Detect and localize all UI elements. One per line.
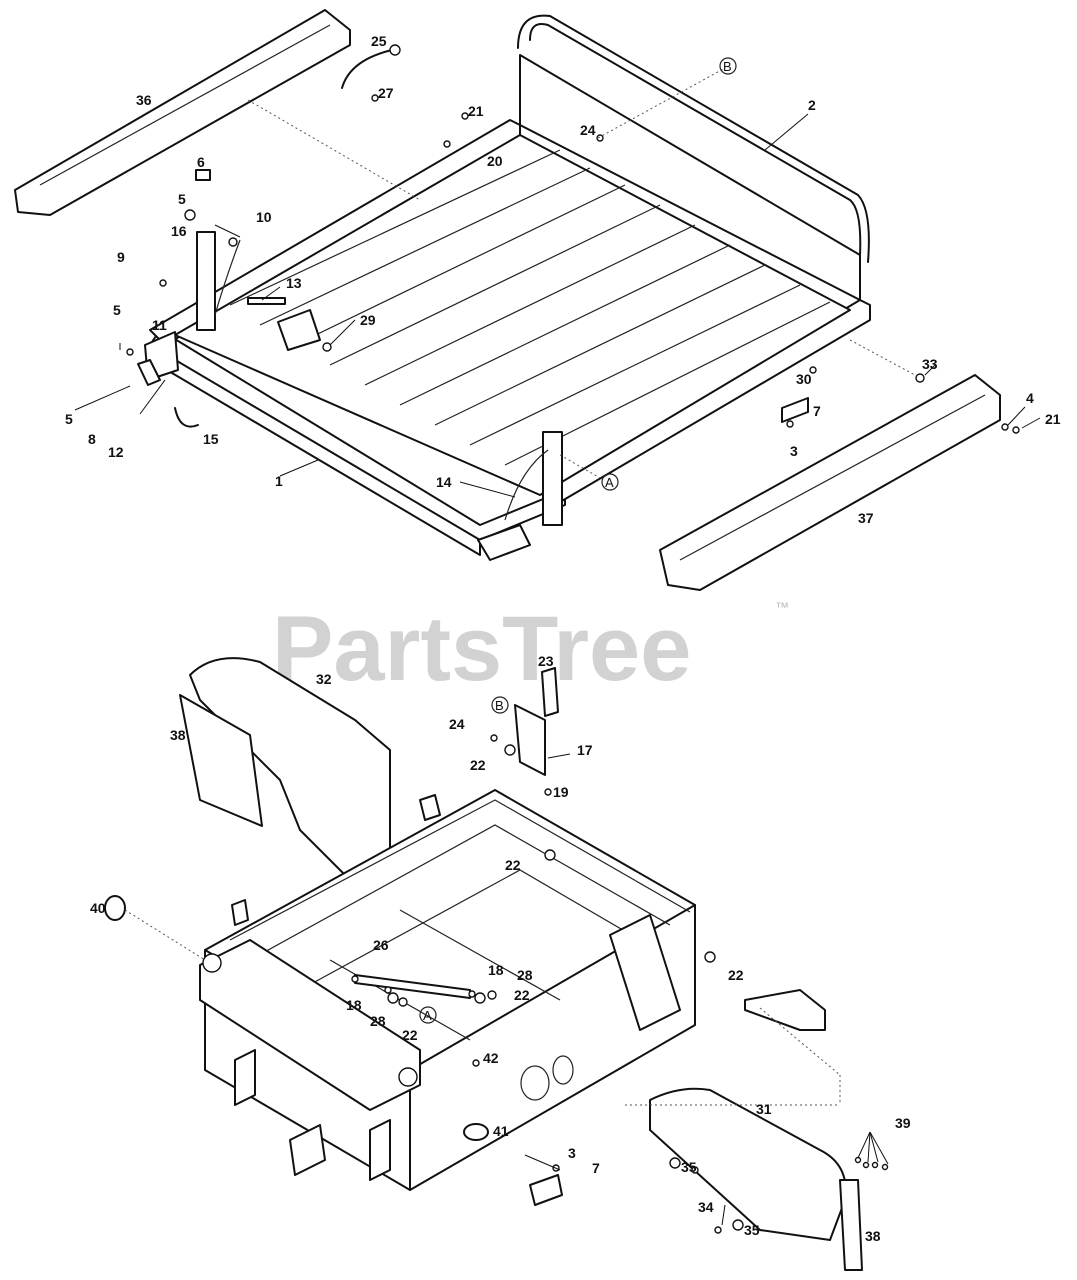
support-cable — [504, 449, 549, 521]
ref-marker-b-bottom: B — [491, 696, 509, 714]
callout-25: 25 — [371, 33, 387, 49]
callout-36: 36 — [136, 92, 152, 108]
callout-3: 3 — [568, 1145, 576, 1161]
callout-21: 21 — [1045, 411, 1061, 427]
callout-22: 22 — [470, 757, 486, 773]
callout-7: 7 — [813, 403, 821, 419]
leader-lines — [74, 113, 1041, 1226]
callout-27: 27 — [378, 85, 394, 101]
front-cross-tube — [199, 939, 421, 1111]
svg-text:B: B — [723, 59, 732, 74]
callout-29: 29 — [360, 312, 376, 328]
callout-32: 32 — [316, 671, 332, 687]
floor-slats — [229, 149, 831, 466]
callout-1: 1 — [275, 473, 283, 489]
bed-floor — [174, 134, 851, 496]
callout-30: 30 — [796, 371, 812, 387]
watermark-trademark: ™ — [775, 599, 789, 615]
left-side-panel — [14, 9, 351, 216]
callout-18: 18 — [346, 997, 362, 1013]
callout-34: 34 — [698, 1199, 714, 1215]
callout-5: 5 — [113, 302, 121, 318]
mount-plate — [277, 309, 321, 351]
callout-22: 22 — [505, 857, 521, 873]
watermark: PartsTree — [272, 598, 691, 700]
ref-marker-a-bottom: A — [419, 1006, 437, 1024]
cap-41 — [463, 1123, 489, 1141]
flat-plate-lower — [839, 1179, 863, 1271]
callout-22: 22 — [728, 967, 744, 983]
spring — [137, 359, 161, 386]
callout-24: 24 — [449, 716, 465, 732]
svg-text:A: A — [605, 475, 614, 490]
callout-38: 38 — [170, 727, 186, 743]
callout-26: 26 — [373, 937, 389, 953]
callout-24: 24 — [580, 122, 596, 138]
bottom-hardware — [384, 734, 889, 1234]
callout-40: 40 — [90, 900, 106, 916]
callout-21: 21 — [468, 103, 484, 119]
flat-plate-upper — [179, 694, 263, 827]
callout-10: 10 — [256, 209, 272, 225]
side-bracket-lower — [529, 1174, 563, 1206]
callout-42: 42 — [483, 1050, 499, 1066]
callout-22: 22 — [514, 987, 530, 1003]
callout-14: 14 — [436, 474, 452, 490]
bushing-40 — [104, 895, 126, 921]
callout-2: 2 — [808, 97, 816, 113]
callout-33: 33 — [922, 356, 938, 372]
top-hardware — [126, 94, 1020, 434]
bed-left-post — [196, 231, 216, 331]
callout-13: 13 — [286, 275, 302, 291]
callout-35: 35 — [744, 1222, 760, 1238]
callout-16: 16 — [171, 223, 187, 239]
callout-20: 20 — [487, 153, 503, 169]
callout-6: 6 — [197, 154, 205, 170]
callout-5: 5 — [178, 191, 186, 207]
callout-22: 22 — [402, 1027, 418, 1043]
ref-marker-a-top: A — [601, 473, 619, 491]
callout-23: 23 — [538, 653, 554, 669]
hitch-receiver — [289, 1124, 326, 1176]
ref-marker-b-top: B — [719, 57, 737, 75]
svg-text:A: A — [423, 1008, 432, 1023]
callout-17: 17 — [577, 742, 593, 758]
callout-3: 3 — [790, 443, 798, 459]
frame-extension — [744, 989, 826, 1031]
callout-41: 41 — [493, 1123, 509, 1139]
callout-8: 8 — [88, 431, 96, 447]
callout-31: 31 — [756, 1101, 772, 1117]
side-bracket-top — [781, 397, 809, 423]
latch-bracket — [514, 704, 546, 776]
callout-11: 11 — [152, 317, 167, 333]
callout-4: 4 — [1026, 390, 1034, 406]
callout-labels: 1 2 3 3 4 5 5 5 6 7 7 8 9 10 11 12 13 14… — [65, 33, 1061, 1244]
striker-plate — [541, 667, 559, 717]
callout-39: 39 — [895, 1115, 911, 1131]
svg-text:B: B — [495, 698, 504, 713]
hook — [174, 407, 199, 428]
right-side-panel — [659, 374, 1001, 591]
seat-support-panel — [189, 657, 391, 891]
cargo-bed-assembly — [144, 14, 871, 561]
callout-28: 28 — [517, 967, 533, 983]
callout-35: 35 — [681, 1159, 697, 1175]
bed-right-post — [542, 431, 563, 526]
pivot-pin — [247, 297, 286, 305]
bed-back-wall — [519, 54, 861, 301]
callout-5: 5 — [65, 411, 73, 427]
callout-37: 37 — [858, 510, 874, 526]
right-frame-bracket — [609, 914, 681, 1031]
callout-19: 19 — [553, 784, 569, 800]
callout-7: 7 — [592, 1160, 600, 1176]
callout-15: 15 — [203, 431, 219, 447]
latch-bracket-right — [477, 524, 531, 561]
handle — [341, 49, 393, 89]
callout-9: 9 — [117, 249, 125, 265]
callout-18: 18 — [488, 962, 504, 978]
callout-38: 38 — [865, 1228, 881, 1244]
callout-28: 28 — [370, 1013, 386, 1029]
callout-12: 12 — [108, 444, 124, 460]
